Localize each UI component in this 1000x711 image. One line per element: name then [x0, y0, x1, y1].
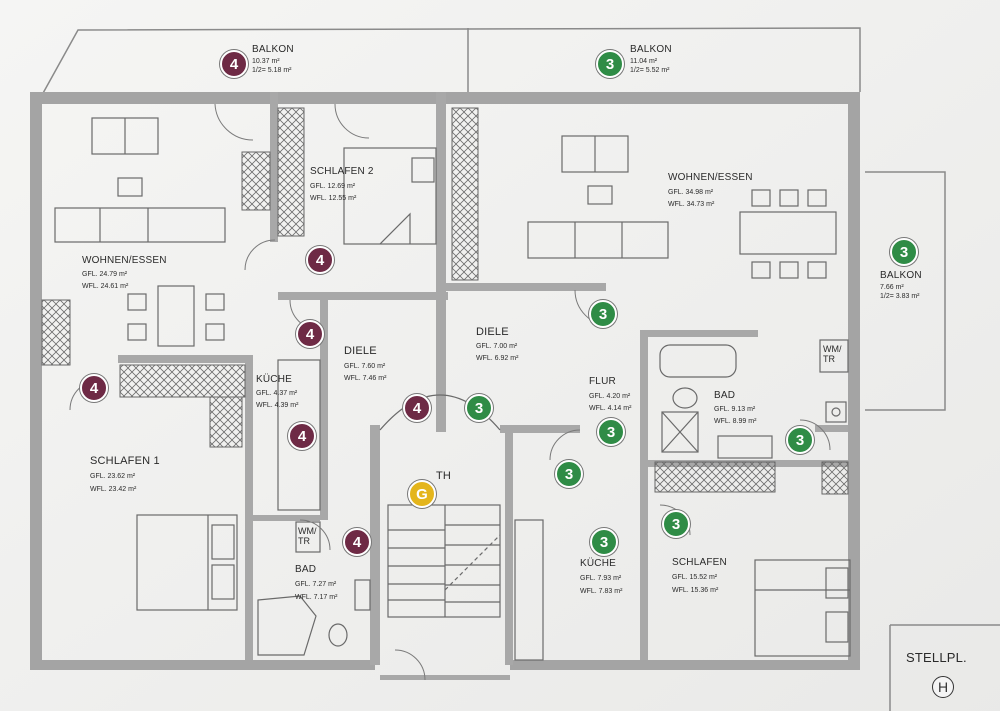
shafts [41, 107, 849, 495]
stellplatz-outline [889, 624, 1000, 711]
furniture [54, 117, 851, 661]
inner-walls [118, 92, 848, 680]
outer-walls [30, 92, 860, 670]
door-swings [69, 103, 831, 681]
balcony-north [41, 27, 946, 411]
